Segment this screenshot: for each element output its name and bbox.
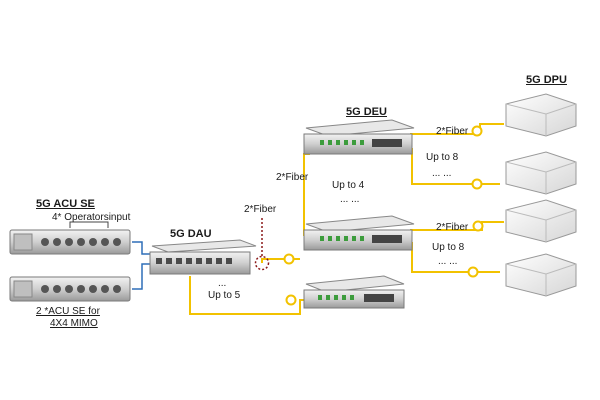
fiber-loop-dpu4 — [467, 266, 479, 278]
acu-unit-2 — [9, 276, 131, 302]
deu-unit-2 — [303, 215, 415, 251]
copper-acu1-to-dau — [132, 241, 150, 255]
fiber-loops — [283, 125, 484, 306]
deu-unit-3 — [303, 275, 405, 309]
upto8-top-label: Up to 8 — [426, 152, 459, 163]
fiber-loop-dau — [283, 253, 295, 265]
dpu-title: 5G DPU — [526, 74, 567, 86]
fiber-tap-indicator — [254, 218, 270, 271]
dpu-unit-2 — [505, 151, 577, 195]
dau-unit — [149, 239, 257, 275]
fiber-deu1-to-dpu2 — [411, 148, 500, 185]
copper-links — [132, 241, 150, 290]
acu-note-line1: 2 *ACU SE for — [36, 306, 100, 317]
fiber-label-dpu-top: 2*Fiber — [436, 126, 469, 137]
operator-input-bracket — [69, 221, 109, 228]
ellipsis-dau: ... — [218, 278, 227, 289]
ellipsis-deu: ... ... — [340, 194, 360, 205]
dpu-unit-1 — [505, 93, 577, 137]
deu-title: 5G DEU — [346, 106, 387, 118]
copper-acu2-to-dau — [132, 263, 150, 290]
fiber-loop-deu3 — [285, 294, 297, 306]
dau-title: 5G DAU — [170, 228, 212, 240]
upto8-mid-label: Up to 8 — [432, 242, 465, 253]
ellipsis-dpu-mid: ... ... — [438, 256, 458, 267]
ellipsis-dpu-top: ... ... — [432, 168, 452, 179]
acu-unit-1 — [9, 229, 131, 255]
fiber-loop-dpu3 — [472, 220, 484, 232]
acu-title: 5G ACU SE — [36, 198, 95, 210]
deu-unit-1 — [303, 119, 415, 155]
dpu-unit-3 — [505, 199, 577, 243]
upto4-label: Up to 4 — [332, 180, 365, 191]
fiber-loop-dpu2 — [471, 178, 483, 190]
fiber-loop-dpu1 — [471, 125, 483, 137]
dpu-unit-4 — [505, 253, 577, 297]
acu-note-line2: 4X4 MIMO — [50, 318, 98, 329]
acu-operator-inputs-label: 4* Operatorsinput — [52, 212, 131, 223]
fiber-label-deu: 2*Fiber — [276, 172, 309, 183]
upto5-label: Up to 5 — [208, 290, 241, 301]
fiber-label-dpu-mid: 2*Fiber — [436, 222, 469, 233]
fiber-label-dau: 2*Fiber — [244, 204, 277, 215]
